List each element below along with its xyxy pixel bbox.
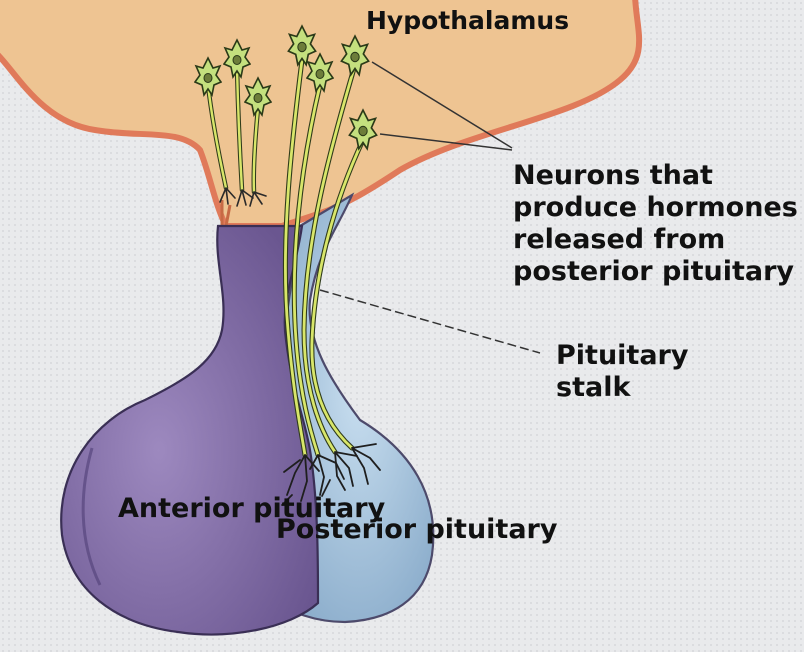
leader-lines xyxy=(319,61,541,354)
leader-line-neurons-2 xyxy=(379,133,513,151)
leader-line-neurons-1 xyxy=(371,61,513,149)
short-axons xyxy=(205,65,267,207)
axon-bundle xyxy=(282,57,366,458)
label-pituitary-stalk: Pituitary stalk xyxy=(556,340,689,403)
label-hypothalamus: Hypothalamus xyxy=(366,6,570,35)
leader-line-stalk xyxy=(319,289,541,354)
label-posterior-pituitary: Posterior pituitary xyxy=(276,514,558,545)
axon-terminals xyxy=(281,443,381,506)
label-anterior-pituitary: Anterior pituitary xyxy=(118,493,386,524)
anterior-pituitary-lobe xyxy=(60,224,320,636)
label-neurons: Neurons that produce hormones released f… xyxy=(513,160,798,287)
